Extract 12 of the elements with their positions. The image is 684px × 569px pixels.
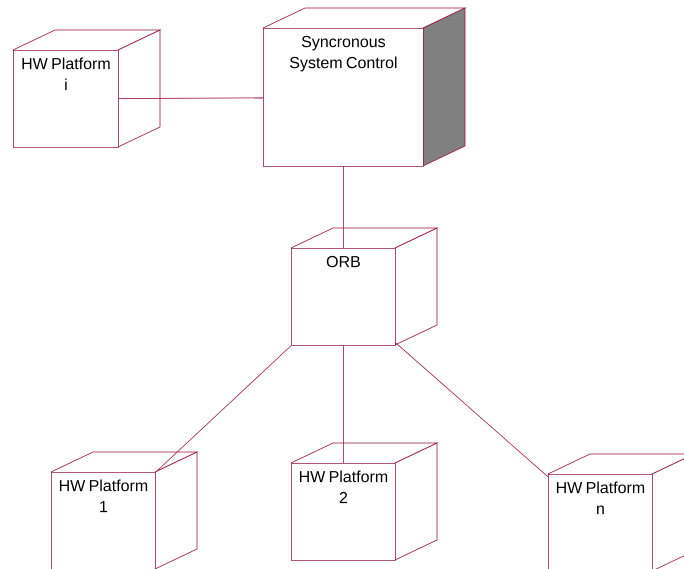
cube-node: HW Platform 1 [50, 451, 199, 569]
connector-line [155, 345, 292, 472]
node-label: HW Platform 1 [60, 480, 148, 512]
cube-node: HW Platform 2 [290, 442, 439, 561]
connector-line [118, 97, 264, 99]
connector-line [343, 166, 344, 248]
connector-line [395, 342, 548, 478]
cube-node: ORB [290, 227, 439, 346]
cube-node: Syncronous System Control [262, 7, 467, 167]
connector-line [343, 345, 344, 464]
cube-node: HW Platform n [548, 453, 684, 569]
cube-node: HW Platform i [12, 29, 162, 148]
